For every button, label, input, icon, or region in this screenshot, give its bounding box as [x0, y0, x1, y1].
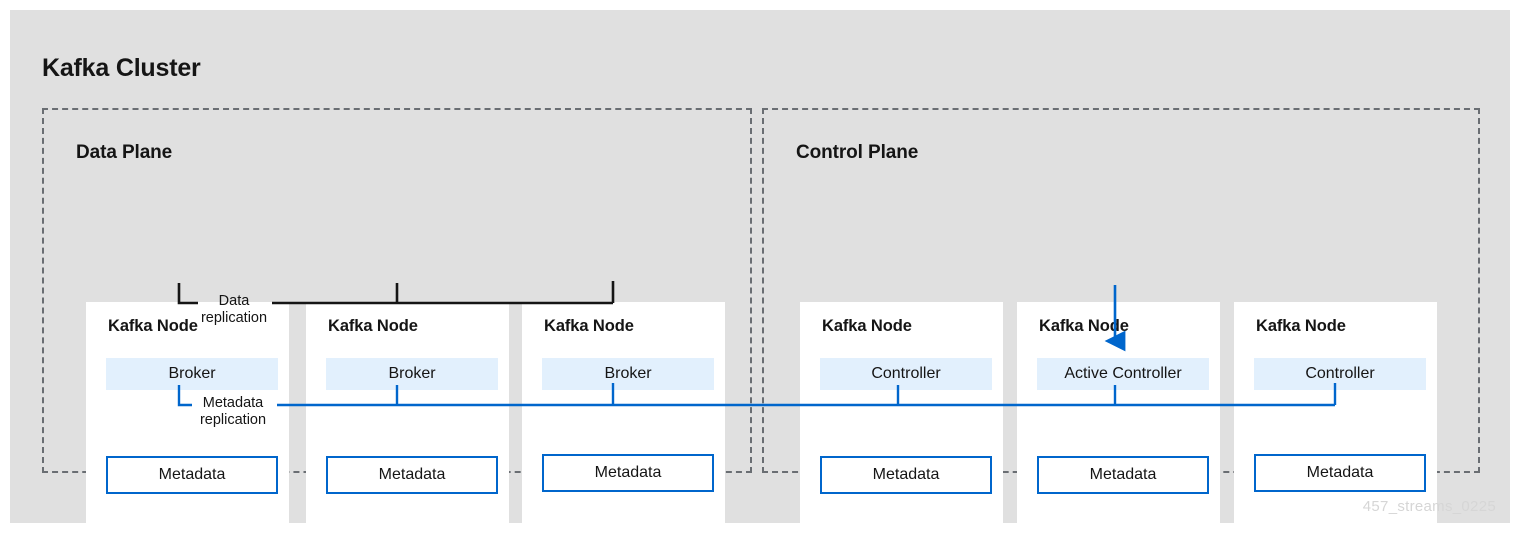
- data-replication-label: Data replication: [200, 293, 268, 326]
- control-plane-node-2: Kafka Node Active Controller Metadata: [1017, 302, 1220, 555]
- data-plane-node-1: Kafka Node Broker Metadata: [86, 302, 289, 555]
- kafka-cluster-panel: Kafka Cluster Data Plane Kafka Node Brok…: [10, 10, 1510, 555]
- metadata-box: Metadata: [106, 456, 278, 494]
- watermark: 457_streams_0225: [1362, 498, 1496, 515]
- data-plane-container: Data Plane Kafka Node Broker Metadata Ka…: [42, 108, 752, 555]
- metadata-replication-label: Metadata replication: [199, 395, 267, 428]
- control-plane-node-1: Kafka Node Controller Metadata: [800, 302, 1003, 555]
- metadata-box: Metadata: [542, 454, 714, 492]
- controller-chip: Controller: [1254, 358, 1426, 390]
- data-plane-node-3: Kafka Node Broker Metadata: [522, 302, 725, 555]
- broker-chip: Broker: [542, 358, 714, 390]
- page-title: Kafka Cluster: [42, 54, 201, 82]
- broker-chip: Broker: [326, 358, 498, 390]
- metadata-box: Metadata: [1254, 454, 1426, 492]
- node-title: Kafka Node: [328, 317, 418, 335]
- control-plane-container: Control Plane Kafka Node Controller Meta…: [762, 108, 1480, 555]
- node-title: Kafka Node: [822, 317, 912, 335]
- controller-chip: Controller: [820, 358, 992, 390]
- active-controller-chip: Active Controller: [1037, 358, 1209, 390]
- node-title: Kafka Node: [1039, 317, 1129, 335]
- control-plane-title: Control Plane: [796, 142, 919, 163]
- node-title: Kafka Node: [544, 317, 634, 335]
- metadata-box: Metadata: [1037, 456, 1209, 494]
- node-title: Kafka Node: [1256, 317, 1346, 335]
- metadata-box: Metadata: [820, 456, 992, 494]
- control-plane-node-3: Kafka Node Controller Metadata: [1234, 302, 1437, 555]
- data-plane-title: Data Plane: [76, 142, 173, 163]
- metadata-box: Metadata: [326, 456, 498, 494]
- data-plane-node-2: Kafka Node Broker Metadata: [306, 302, 509, 555]
- broker-chip: Broker: [106, 358, 278, 390]
- node-title: Kafka Node: [108, 317, 198, 335]
